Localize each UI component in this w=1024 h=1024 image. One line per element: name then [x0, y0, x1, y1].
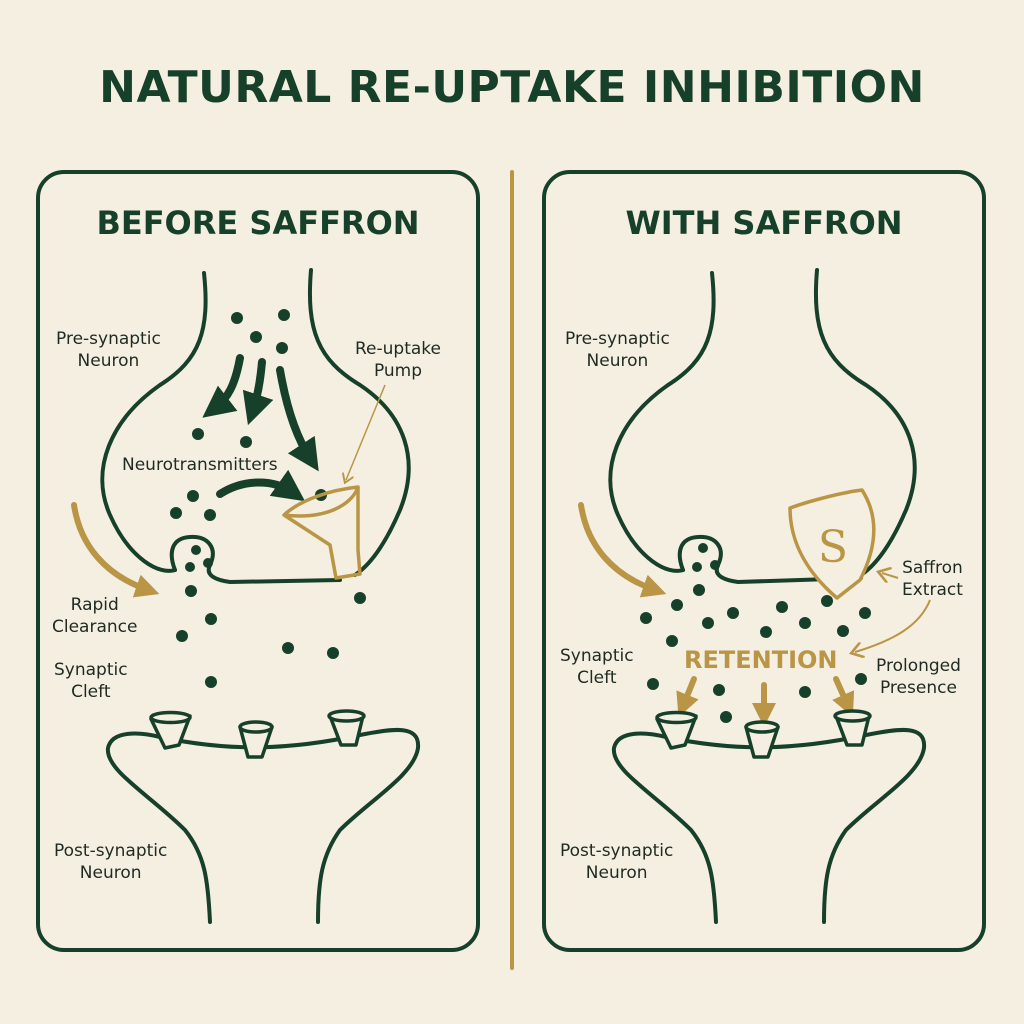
pre-synaptic-neuron-left: [100, 268, 411, 585]
release-arrow-icons-left: [202, 354, 319, 502]
receptor-icons-left: [149, 709, 366, 759]
label-retention: RETENTION: [684, 646, 838, 674]
label-rapid-clearance: Rapid Clearance: [52, 595, 138, 637]
label-saffron-extract: Saffron Extract: [902, 558, 963, 600]
saffron-shield-icon: S: [788, 488, 876, 600]
post-synaptic-neuron-left: [105, 727, 421, 924]
label-prolonged-presence: Prolonged Presence: [876, 656, 961, 698]
pre-synaptic-neuron-right: [608, 268, 917, 585]
receptor-icons-right: [655, 709, 872, 759]
panel-title-before: BEFORE SAFFRON: [96, 204, 420, 242]
retention-arrow-icons: [676, 676, 855, 727]
label-synaptic-cleft-left: Synaptic Cleft: [54, 660, 128, 702]
neurotransmitter-dots-right: [640, 543, 871, 723]
with-saffron-panel: WITH SAFFRON: [542, 170, 986, 952]
reuptake-pump-funnel-icon: [282, 485, 362, 580]
pump-pointer-line: [346, 384, 386, 480]
before-saffron-panel: BEFORE SAFFRON: [36, 170, 480, 952]
label-synaptic-cleft-right: Synaptic Cleft: [560, 646, 634, 688]
label-reuptake-pump: Re-uptake Pump: [355, 339, 441, 381]
center-divider: [510, 170, 514, 970]
label-post-synaptic-left: Post-synaptic Neuron: [54, 841, 168, 883]
label-pre-synaptic-right: Pre-synaptic Neuron: [565, 329, 670, 371]
label-pre-synaptic-left: Pre-synaptic Neuron: [56, 329, 161, 371]
incoming-arrow-icon-right: [578, 502, 667, 598]
saffron-curve-arrow: [855, 599, 931, 652]
label-post-synaptic-right: Post-synaptic Neuron: [560, 841, 674, 883]
neurotransmitter-dots-left: [170, 309, 366, 688]
page-title: NATURAL RE-UPTAKE INHIBITION: [99, 62, 925, 113]
shield-letter: S: [818, 522, 848, 573]
panel-title-with: WITH SAFFRON: [625, 204, 903, 242]
post-synaptic-neuron-right: [611, 727, 927, 924]
rapid-clearance-arrow-icon: [71, 502, 160, 598]
saffron-pointer-arrow: [882, 573, 899, 578]
label-neurotransmitters: Neurotransmitters: [122, 455, 278, 475]
